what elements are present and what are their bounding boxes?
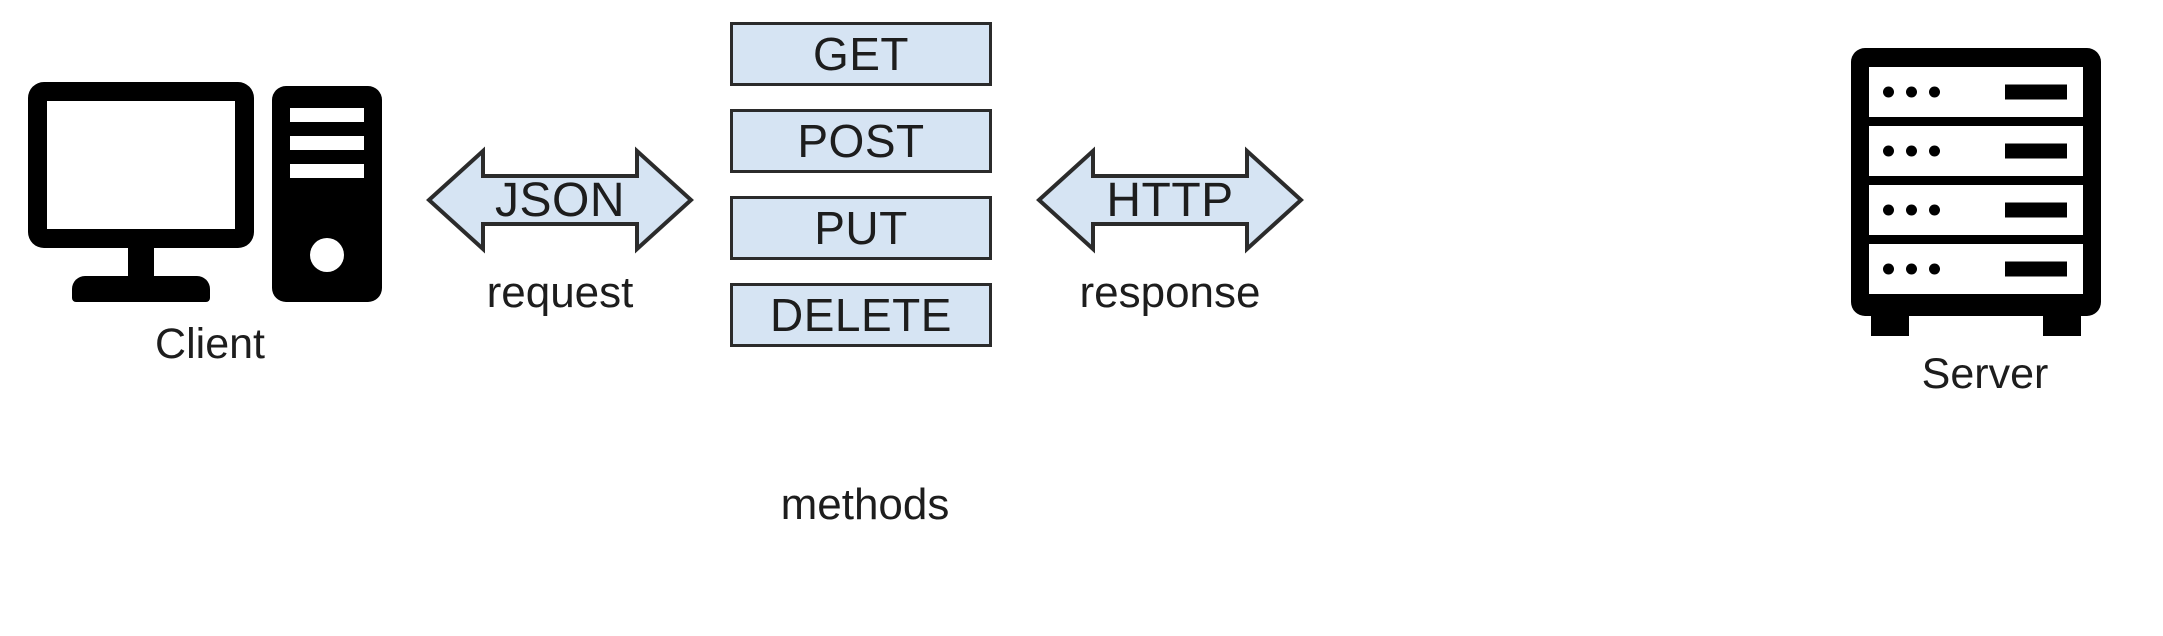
- method-box-put[interactable]: PUT: [730, 196, 992, 260]
- computer-tower-icon: [272, 86, 382, 302]
- server-bay-slot-icon: [2005, 143, 2067, 159]
- server-node: [1835, 40, 2135, 340]
- server-bay: [1869, 126, 2083, 176]
- tower-drive-slot-icon: [290, 136, 364, 150]
- monitor-icon: [28, 82, 254, 248]
- server-bay-leds-icon: [1883, 263, 1940, 275]
- http-methods-list: GET POST PUT DELETE: [730, 22, 1000, 462]
- method-box-post[interactable]: POST: [730, 109, 992, 173]
- server-bay-leds-icon: [1883, 145, 1940, 157]
- server-label: Server: [1921, 350, 2049, 398]
- client-label: Client: [155, 320, 265, 368]
- response-label: response: [1079, 268, 1261, 317]
- tower-drive-slot-icon: [290, 164, 364, 178]
- client-node: [10, 70, 410, 330]
- server-bay-slot-icon: [2005, 84, 2067, 100]
- tower-drive-slot-icon: [290, 108, 364, 122]
- methods-label: methods: [780, 480, 950, 529]
- server-foot-icon: [2043, 316, 2081, 336]
- http-double-arrow: HTTP: [1035, 145, 1305, 255]
- request-label: request: [486, 268, 634, 317]
- power-button-icon: [310, 238, 344, 272]
- server-bay-slot-icon: [2005, 202, 2067, 218]
- server-bay-leds-icon: [1883, 204, 1940, 216]
- double-arrow-icon: [426, 146, 694, 254]
- server-bay-leds-icon: [1883, 86, 1940, 98]
- server-bay-slot-icon: [2005, 261, 2067, 277]
- method-box-get[interactable]: GET: [730, 22, 992, 86]
- monitor-stand-base-icon: [72, 276, 210, 302]
- json-double-arrow: JSON: [425, 145, 695, 255]
- server-rack-icon: [1851, 48, 2101, 316]
- double-arrow-icon: [1036, 146, 1304, 254]
- server-bay: [1869, 244, 2083, 294]
- server-foot-icon: [1871, 316, 1909, 336]
- method-box-delete[interactable]: DELETE: [730, 283, 992, 347]
- server-bay: [1869, 185, 2083, 235]
- server-bay: [1869, 67, 2083, 117]
